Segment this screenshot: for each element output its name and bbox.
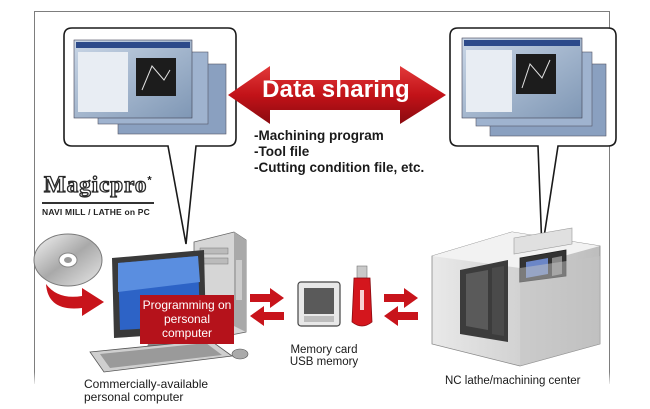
keyboard bbox=[89, 339, 249, 373]
programming-label-box: Programming on personal computer bbox=[140, 295, 234, 344]
usb-memory-icon bbox=[351, 265, 373, 327]
memory-card-icon bbox=[297, 281, 341, 327]
machine-caption: NC lathe/machining center bbox=[445, 375, 581, 387]
left-screen-bubble bbox=[63, 27, 237, 245]
data-sharing-arrow bbox=[228, 66, 446, 124]
data-sharing-label: Data sharing bbox=[262, 76, 410, 103]
media-caption: Memory card USB memory bbox=[289, 344, 359, 368]
logo-subtitle: NAVI MILL / LATHE on PC bbox=[42, 207, 151, 217]
shared-file-list: -Machining program -Tool file -Cutting c… bbox=[254, 128, 424, 176]
file-item: -Tool file bbox=[254, 144, 310, 159]
right-screen-bubble bbox=[449, 27, 617, 251]
left-screenshot-stack bbox=[73, 39, 227, 135]
media-machine-transfer-arrows bbox=[384, 288, 418, 326]
file-item: -Machining program bbox=[254, 128, 384, 143]
file-item: -Cutting condition file, etc. bbox=[254, 160, 425, 175]
right-screenshot-stack bbox=[461, 37, 607, 137]
install-arrow-icon bbox=[46, 284, 104, 316]
pc-media-transfer-arrows bbox=[250, 288, 284, 326]
cd-disc-icon bbox=[33, 233, 103, 287]
pc-caption: Commercially-available personal computer bbox=[84, 377, 209, 404]
magicpro-logo: Magicpro* bbox=[43, 171, 153, 197]
logo-underline bbox=[42, 202, 154, 204]
nc-machine bbox=[431, 227, 601, 367]
